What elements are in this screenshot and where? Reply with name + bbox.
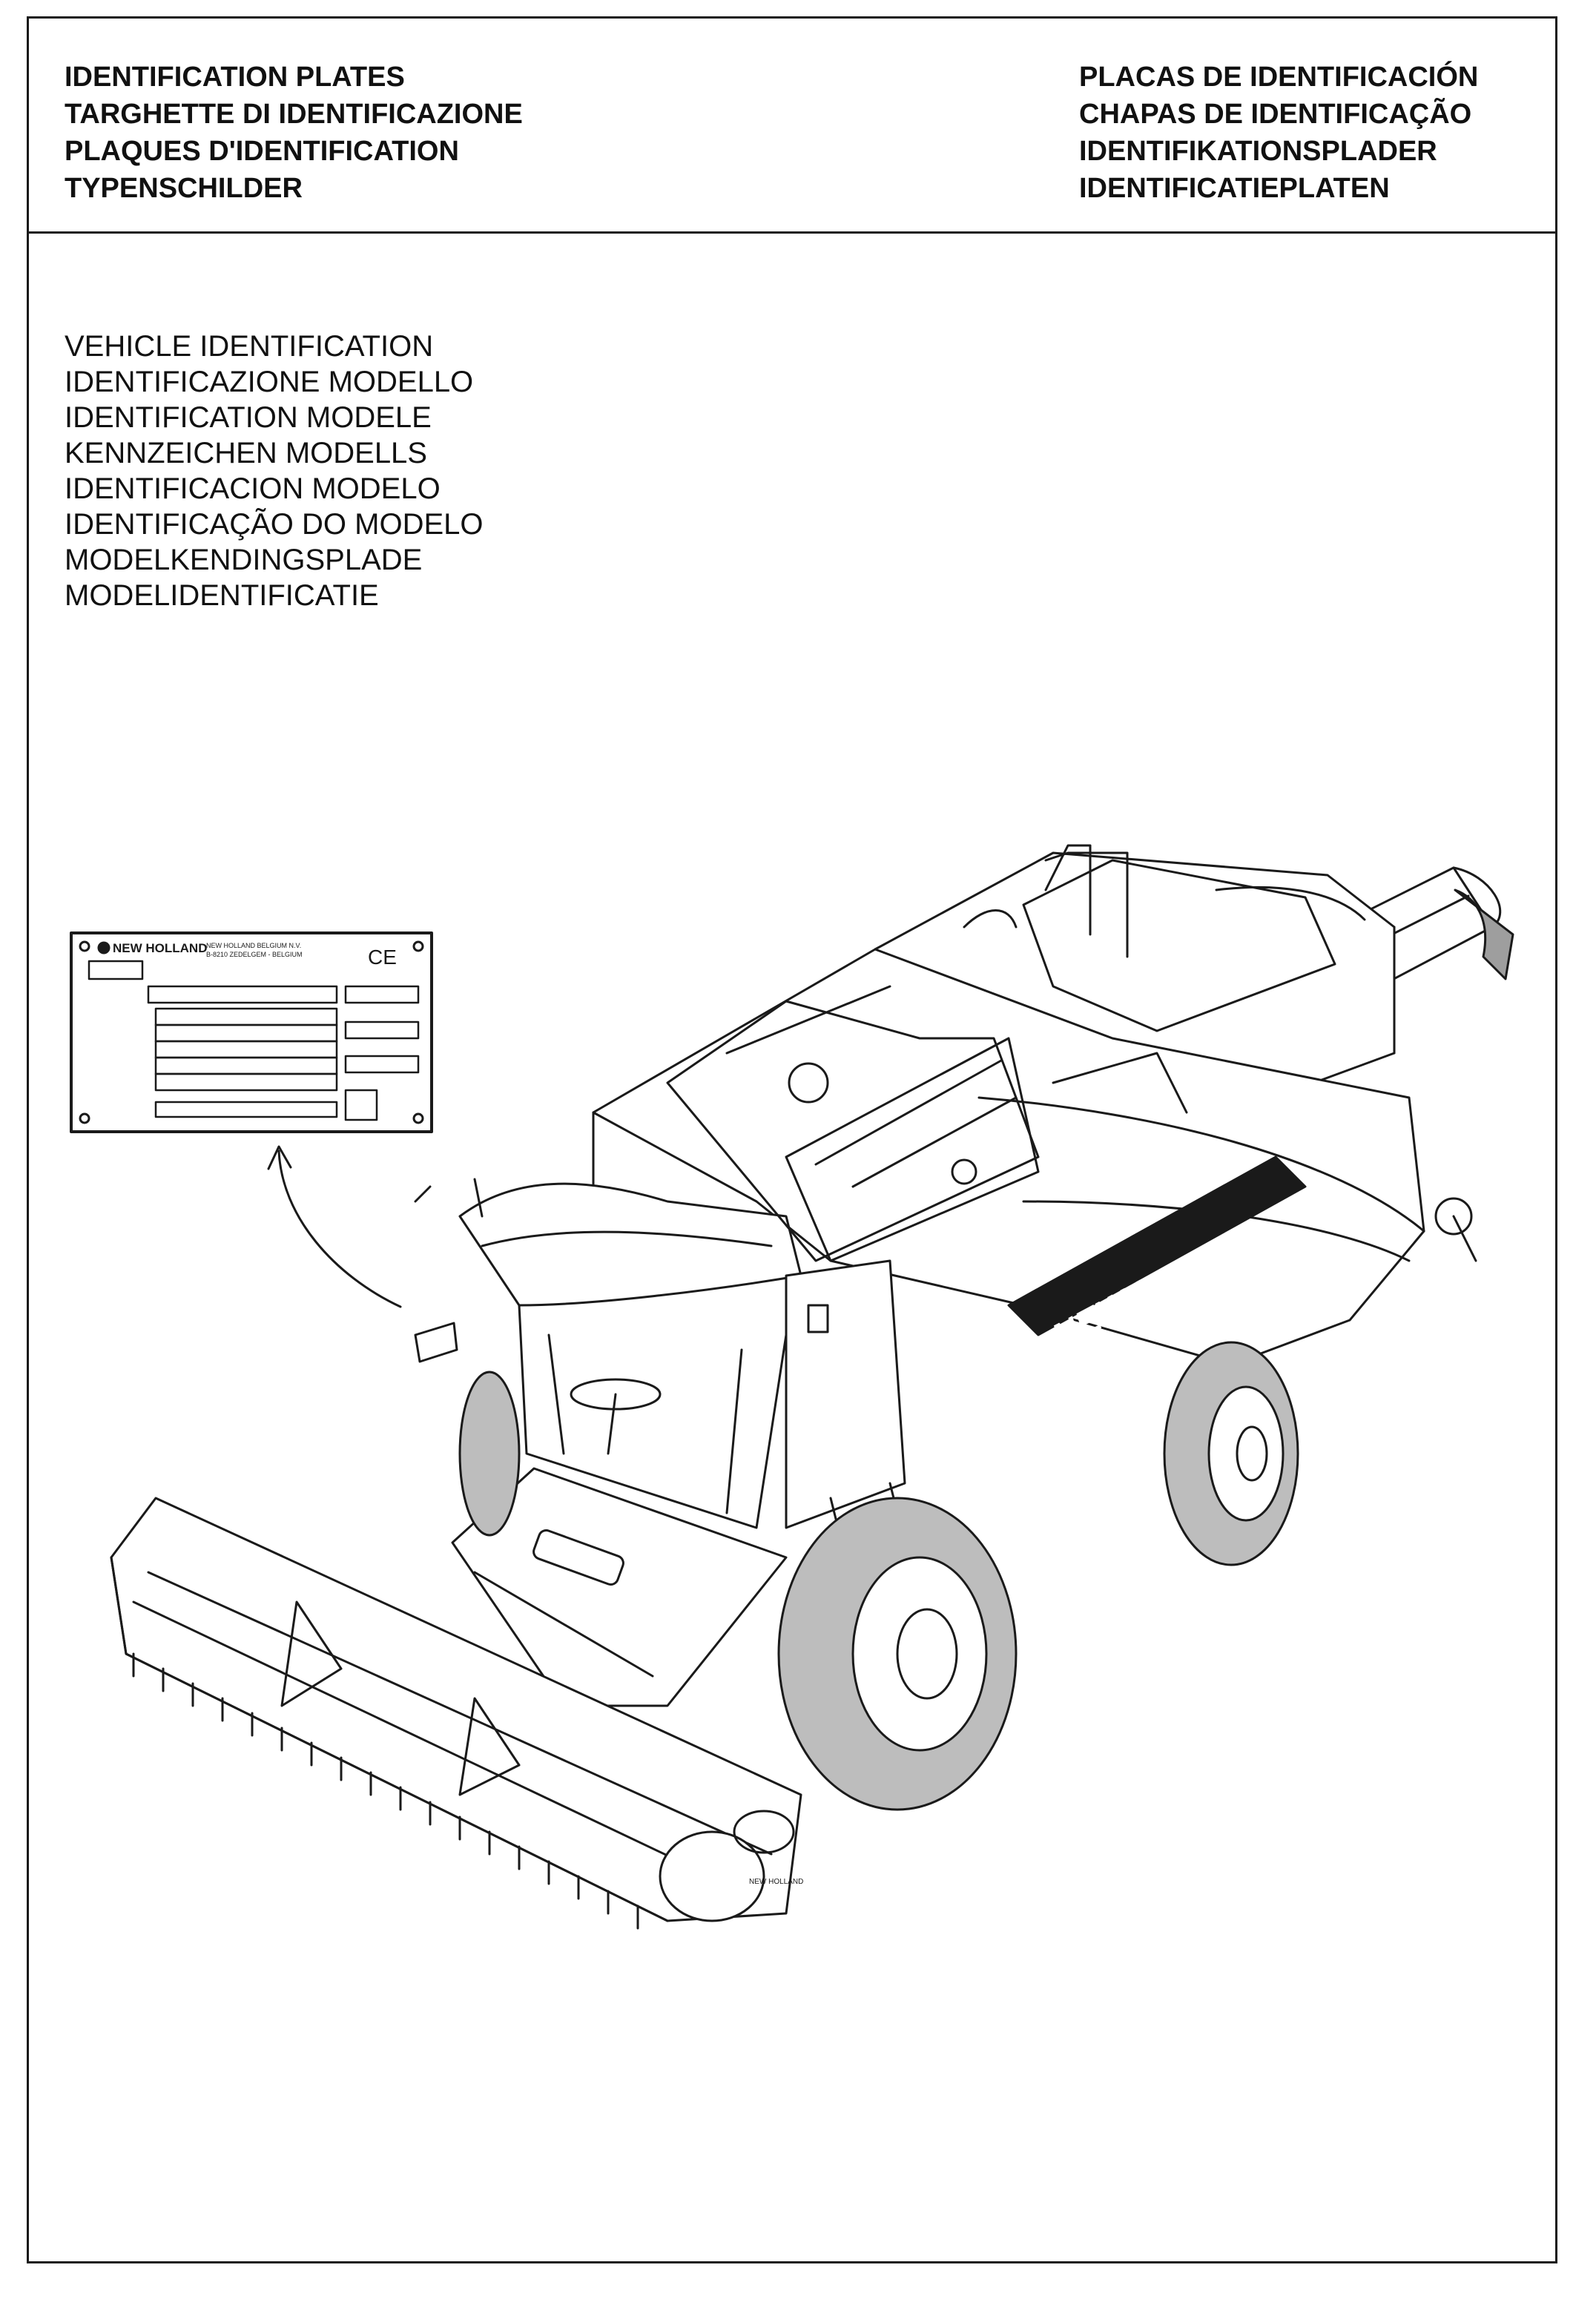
caption-line: KENNZEICHEN MODELLS [65,437,427,469]
plate-address-line: NEW HOLLAND BELGIUM N.V. [206,942,301,949]
grain-header: NEW HOLLAND [110,1497,803,1930]
header-titles-right: PLACAS DE IDENTIFICACIÓN CHAPAS DE IDENT… [1079,59,1478,207]
caption-line: MODELKENDINGSPLADE [65,544,423,576]
header-title: PLAQUES D'IDENTIFICATION [65,136,459,167]
header-title: IDENTIFICATION PLATES [65,62,405,93]
page-header: IDENTIFICATION PLATES TARGHETTE DI IDENT… [29,19,1555,234]
vehicle-identification-caption: VEHICLE IDENTIFICATION IDENTIFICAZIONE M… [65,329,484,613]
caption-line: IDENTIFICATION MODELE [65,401,432,434]
ce-mark-icon: CE [368,946,397,969]
header-title: IDENTIFICATIEPLATEN [1079,173,1390,204]
header-title: CHAPAS DE IDENTIFICAÇÃO [1079,99,1472,130]
operator-cab [414,1178,906,1529]
header-title: PLACAS DE IDENTIFICACIÓN [1079,62,1479,93]
plate-address-line: B-8210 ZEDELGEM - BELGIUM [206,951,303,958]
caption-line: MODELIDENTIFICATIE [65,579,379,612]
caption-line: VEHICLE IDENTIFICATION [65,330,434,363]
combine-harvester: NEW HO 920 [110,844,1514,1930]
rear-left-wheel [458,1371,521,1537]
arrow-curve-icon [267,1145,402,1308]
header-title: TYPENSCHILDER [65,173,303,204]
machine-body: NEW HO 920 [592,948,1477,1366]
header-title: IDENTIFIKATIONSPLADER [1079,136,1437,167]
plate-location-marker [414,1322,458,1363]
header-title: TARGHETTE DI IDENTIFICAZIONE [65,99,523,130]
caption-line: IDENTIFICAZIONE MODELLO [65,366,474,398]
front-left-wheel [777,1497,1018,1811]
identification-plate: NEW HOLLAND NEW HOLLAND BELGIUM N.V. B-8… [70,931,433,1133]
rear-right-wheel [1163,1341,1299,1566]
header-titles-left: IDENTIFICATION PLATES TARGHETTE DI IDENT… [65,59,523,207]
caption-line: IDENTIFICACION MODELO [65,472,441,505]
page-frame: IDENTIFICATION PLATES TARGHETTE DI IDENT… [27,16,1557,2263]
ce-mark: CE [368,946,397,969]
header-brand: NEW HOLLAND [749,1878,803,1886]
caption-line: IDENTIFICAÇÃO DO MODELO [65,508,484,541]
engine-compartment [666,985,1188,1262]
plate-brand: NEW HOLLAND [113,941,207,955]
new-holland-logo-icon [97,941,111,954]
